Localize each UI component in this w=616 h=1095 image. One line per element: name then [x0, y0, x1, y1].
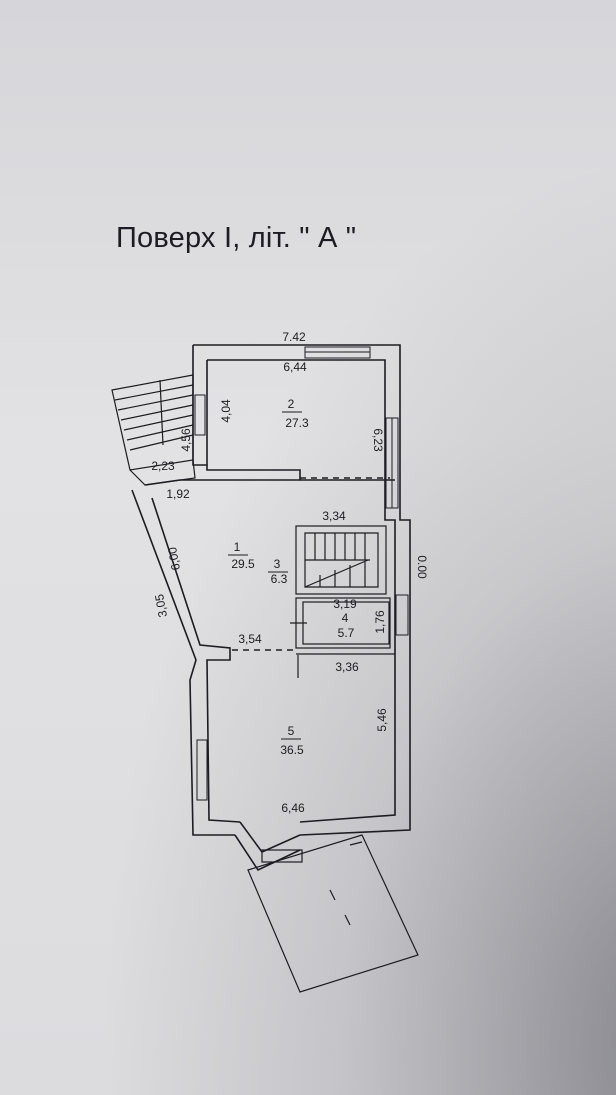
- dim-room4-top: 3,19: [333, 597, 357, 611]
- dim-room1-bottom: 3,54: [238, 632, 262, 646]
- walls: [131, 344, 411, 872]
- dim-room4-right: 1,76: [373, 610, 387, 634]
- room-1-number: 1: [234, 540, 241, 554]
- room-2-number: 2: [288, 397, 295, 411]
- dim-room2-right: 6,23: [371, 428, 385, 452]
- plan-title: Поверх I, літ. " А ": [116, 222, 357, 254]
- dim-room1-left: 6,00: [165, 546, 183, 572]
- dim-right-outer: 0.00: [415, 555, 429, 579]
- room-1-area: 29.5: [231, 557, 255, 571]
- dim-entry: 1,92: [166, 487, 190, 501]
- dim-room5-right: 5,46: [375, 708, 389, 732]
- room-4-area: 5.7: [338, 626, 355, 640]
- room-5-area: 36.5: [280, 743, 304, 757]
- dim-room5-bottom: 6,46: [281, 801, 305, 815]
- room-2-area: 27.3: [285, 416, 309, 430]
- dim-stair-bottom: 2,23: [151, 459, 175, 473]
- room-3-area: 6.3: [271, 572, 288, 586]
- dim-stair-side: 4,56: [179, 428, 193, 452]
- internal-stairs: [290, 525, 395, 678]
- dim-room5-top: 3,36: [335, 660, 359, 674]
- room-5-number: 5: [288, 724, 295, 738]
- room-3-number: 3: [274, 557, 281, 571]
- dim-room2-left: 4,04: [219, 399, 233, 423]
- porch: [247, 834, 419, 993]
- external-stairs: [111, 374, 196, 486]
- dim-stairs-top: 3,34: [322, 509, 346, 523]
- room-4-number: 4: [342, 611, 349, 625]
- windows: [194, 346, 409, 801]
- dim-top-inner: 6,44: [283, 360, 307, 374]
- dim-outer-left: 3,05: [152, 593, 170, 619]
- dim-top-outer: 7.42: [282, 330, 306, 344]
